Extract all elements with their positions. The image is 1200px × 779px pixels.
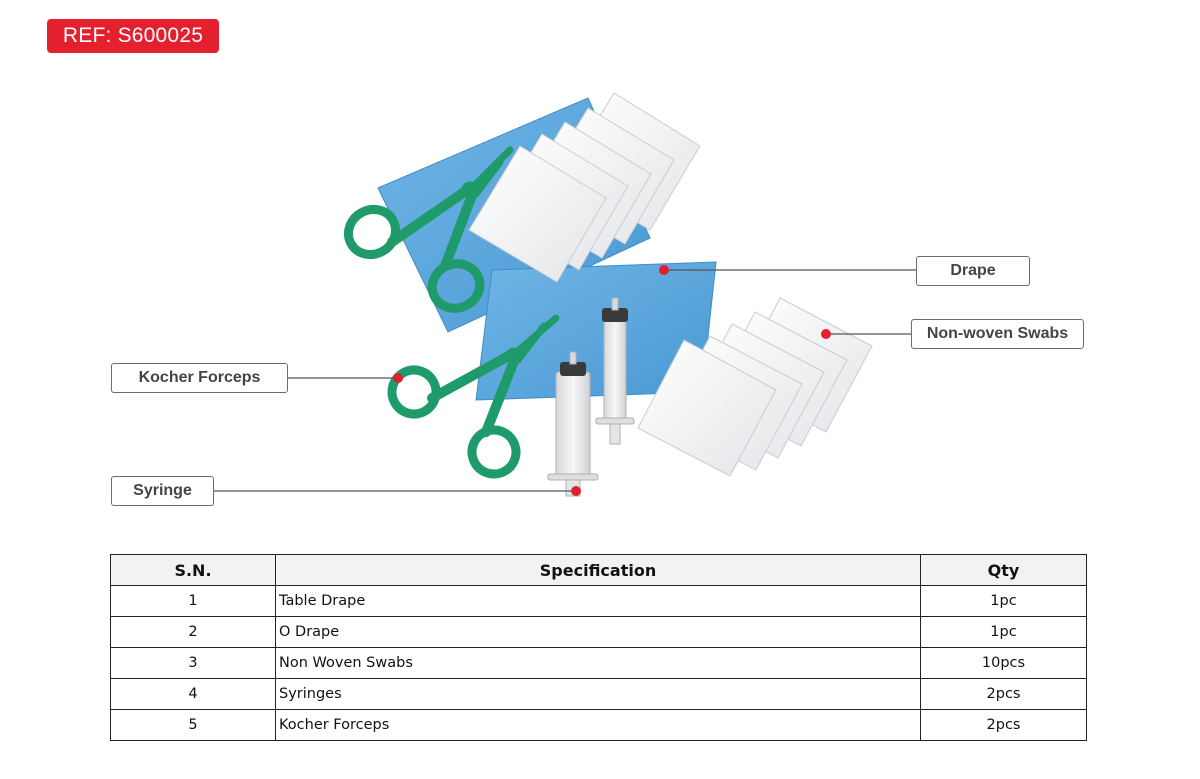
header-specification: Specification	[275, 554, 921, 586]
cell-qty: 1pc	[920, 585, 1087, 617]
callout-syringe: Syringe	[111, 476, 214, 506]
swab-stack-lower	[637, 297, 873, 477]
syringe-tall	[595, 297, 635, 445]
ref-badge: REF: S600025	[47, 19, 219, 53]
syringe-short	[547, 351, 599, 497]
kocher-forceps-lower	[387, 314, 560, 479]
cell-spec: Kocher Forceps	[275, 709, 921, 741]
header-sn: S.N.	[110, 554, 276, 586]
table-row: 2 O Drape 1pc	[110, 616, 1087, 648]
callout-drape: Drape	[916, 256, 1030, 286]
table-row: 3 Non Woven Swabs 10pcs	[110, 647, 1087, 679]
cell-sn: 4	[110, 678, 276, 710]
cell-sn: 2	[110, 616, 276, 648]
cell-qty: 2pcs	[920, 709, 1087, 741]
cell-sn: 5	[110, 709, 276, 741]
table-row: 1 Table Drape 1pc	[110, 585, 1087, 617]
cell-spec: Non Woven Swabs	[275, 647, 921, 679]
specification-table: S.N. Specification Qty 1 Table Drape 1pc…	[110, 554, 1087, 741]
cell-spec: O Drape	[275, 616, 921, 648]
kit-illustration	[214, 92, 916, 497]
leader-swabs	[821, 329, 911, 339]
kocher-forceps-upper	[343, 146, 514, 313]
cell-sn: 3	[110, 647, 276, 679]
table-row: 4 Syringes 2pcs	[110, 678, 1087, 710]
cell-qty: 1pc	[920, 616, 1087, 648]
leader-forceps	[288, 373, 403, 383]
swab-stack-upper	[468, 92, 701, 283]
header-qty: Qty	[920, 554, 1087, 586]
leader-drape	[659, 265, 916, 275]
leader-syringe	[214, 486, 581, 496]
callout-non-woven-swabs: Non-woven Swabs	[911, 319, 1084, 349]
cell-spec: Syringes	[275, 678, 921, 710]
cell-qty: 2pcs	[920, 678, 1087, 710]
cell-sn: 1	[110, 585, 276, 617]
callout-kocher-forceps: Kocher Forceps	[111, 363, 288, 393]
table-header-row: S.N. Specification Qty	[110, 554, 1087, 586]
cell-spec: Table Drape	[275, 585, 921, 617]
cell-qty: 10pcs	[920, 647, 1087, 679]
table-row: 5 Kocher Forceps 2pcs	[110, 709, 1087, 741]
